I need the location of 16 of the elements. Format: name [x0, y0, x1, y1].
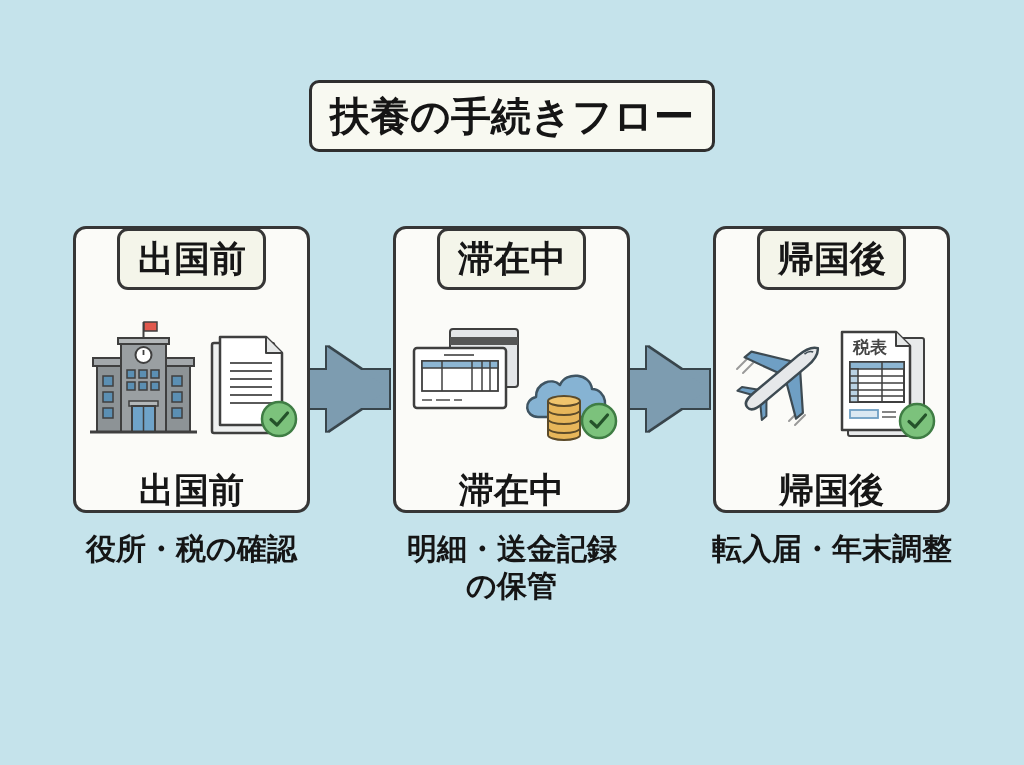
stage-card: [713, 226, 950, 513]
stage-heading: 出国前: [117, 228, 266, 290]
stage-card: [73, 226, 310, 513]
stage-card: [393, 226, 630, 513]
stage-label: 滞在中: [458, 468, 565, 512]
block-arrow: [630, 347, 709, 431]
stage-label: 出国前: [138, 468, 245, 512]
block-arrow: [310, 347, 389, 431]
stage-caption: 明細・送金記録の保管: [405, 530, 618, 604]
stage-caption: 転入届・年末調整: [710, 530, 953, 567]
diagram-title: 扶養の手続きフロー: [309, 80, 715, 152]
stage-caption: 役所・税の確認: [84, 530, 299, 567]
stage-label: 帰国後: [778, 468, 885, 512]
form-title: 税表: [853, 337, 887, 357]
stage-heading: 帰国後: [757, 228, 906, 290]
stage-heading: 滞在中: [437, 228, 586, 290]
